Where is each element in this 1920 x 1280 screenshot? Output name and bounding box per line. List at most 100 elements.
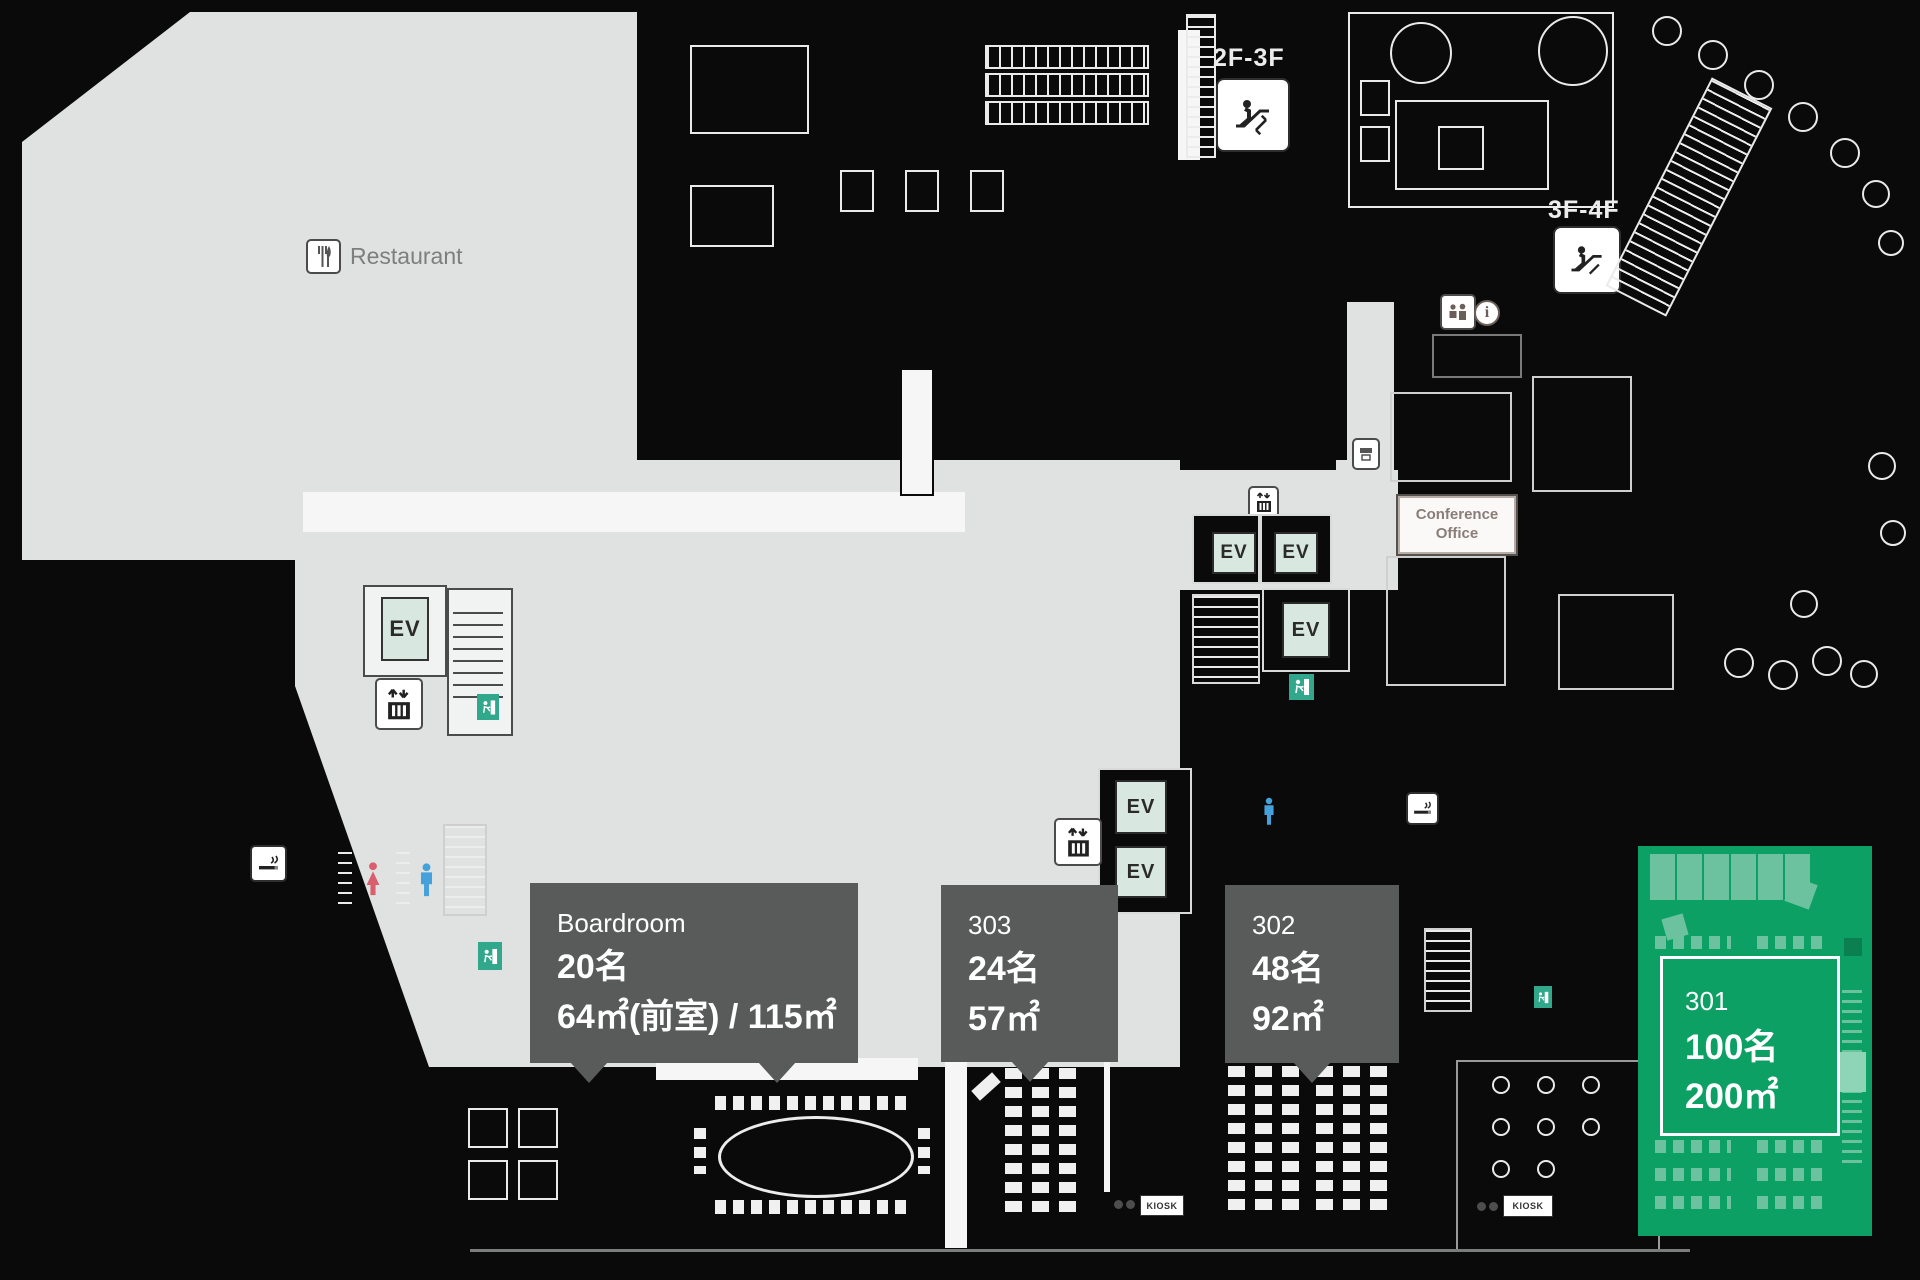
room-301-chair-row [1655, 1140, 1731, 1153]
room-301-name: 301 [1685, 986, 1729, 1016]
womens-toilet-icon [364, 862, 382, 896]
exit-sign-icon [1534, 986, 1552, 1008]
kiosk-stool [1477, 1202, 1486, 1211]
cafe-table [1582, 1118, 1600, 1136]
smoking-icon [1406, 792, 1439, 825]
meeting-room-outline [1386, 556, 1506, 686]
cafe-table [1492, 1160, 1510, 1178]
room-302-tooltip[interactable]: 302 48名 92㎡ [1225, 885, 1399, 1083]
cafe-table [1537, 1118, 1555, 1136]
kiosk-sign: KIOSK [1503, 1195, 1553, 1217]
conference-office-line1: Conference [1415, 506, 1499, 524]
room-302-chairs-col [1228, 1066, 1245, 1216]
cafe-table [1492, 1076, 1510, 1094]
mens-toilet-icon [418, 862, 435, 898]
room-302-capacity: 48名 [1252, 950, 1324, 989]
room-301: 301 100名 200㎡ [1638, 846, 1872, 1236]
terrace-table [1768, 660, 1798, 690]
cloak-counter [1432, 334, 1522, 378]
room-301-chair-row [1757, 1196, 1829, 1209]
terrace-table [1788, 102, 1818, 132]
room-301-chair-row [1655, 1168, 1731, 1181]
lounge-room-outline [1348, 12, 1614, 208]
corridor [303, 492, 965, 532]
boardroom-tooltip[interactable]: Boardroom 20名 64㎡(前室) / 115㎡ [530, 883, 858, 1083]
terrace-table [1878, 230, 1904, 256]
terrace-table [1790, 590, 1818, 618]
lounge-table-round-2 [1538, 16, 1608, 86]
room-303-name: 303 [968, 910, 1012, 940]
room-303-capacity: 24名 [968, 950, 1040, 989]
elevator-icon [375, 678, 423, 730]
cloak-icon [1440, 294, 1476, 330]
elevator-ev-6: EV [1115, 846, 1167, 898]
lounge-chair-1 [1360, 80, 1390, 116]
room-301-info-box[interactable]: 301 100名 200㎡ [1660, 956, 1840, 1136]
tooltip-pointer [1293, 1062, 1331, 1083]
stairwell [1424, 928, 1472, 1012]
room-303-area: 57㎡ [968, 999, 1040, 1038]
exit-sign-icon [1289, 674, 1314, 700]
room-301-side-panel [1840, 1052, 1866, 1092]
cafe-table [1537, 1076, 1555, 1094]
escalator-3f4f-label: 3F-4F [1548, 196, 1620, 224]
smoking-icon [250, 845, 287, 882]
terrace-table [1652, 16, 1682, 46]
boardroom-chairs-right [918, 1128, 930, 1174]
exit-sign-icon [477, 694, 499, 720]
room-301-head-tables [1650, 854, 1812, 900]
room-302-chairs-col [1255, 1066, 1272, 1216]
cafe-table [1582, 1076, 1600, 1094]
boardroom-chairs-top [715, 1096, 911, 1110]
terrace-table [1880, 520, 1906, 546]
elevator-ev-5: EV [1115, 780, 1167, 834]
escalator-icon [1216, 78, 1290, 152]
room-302-chairs-col [1316, 1066, 1333, 1216]
room-301-chair-row [1757, 1140, 1829, 1153]
elevator-icon [1054, 818, 1102, 866]
anteroom-table [518, 1108, 558, 1148]
room-303-chairs-col [1059, 1068, 1076, 1216]
wall-stub [900, 368, 934, 496]
conference-office-line2: Office [1435, 525, 1479, 542]
cafe-table [1537, 1160, 1555, 1178]
meeting-room-outline [1390, 392, 1512, 482]
terrace-table [1830, 138, 1860, 168]
tooltip-pointer [758, 1062, 796, 1083]
terrace-table [1744, 70, 1774, 100]
room-302-area: 92㎡ [1252, 999, 1324, 1038]
service-bay-2 [905, 170, 939, 212]
toilet-fixtures [338, 852, 352, 904]
elevator-ev-3: EV [1282, 602, 1330, 658]
room-302-chairs-col [1370, 1066, 1387, 1216]
terrace-table [1862, 180, 1890, 208]
escalator-ramp-2f3f [1186, 14, 1216, 158]
boardroom-area: 64㎡(前室) / 115㎡ [557, 997, 837, 1036]
room-301-chair-row [1757, 936, 1829, 949]
kiosk-sign: KIOSK [1140, 1195, 1184, 1216]
kiosk-stool [1126, 1200, 1135, 1209]
boardroom-name: Boardroom [557, 908, 686, 938]
room-303-chairs-col [1032, 1068, 1049, 1216]
room-303-tooltip[interactable]: 303 24名 57㎡ [941, 885, 1118, 1082]
copier-icon [1352, 438, 1380, 470]
kiosk-stool [1114, 1200, 1123, 1209]
escalator-2f3f-label: 2F-3F [1213, 44, 1285, 72]
terrace-table [1850, 660, 1878, 688]
terrace-table [1724, 648, 1754, 678]
restaurant-icon [306, 239, 341, 274]
rooms-corridor [945, 1058, 967, 1248]
service-bay-3 [970, 170, 1004, 212]
room-303-chairs-col [1005, 1068, 1022, 1216]
stairwell [1192, 594, 1260, 684]
escalator-bank-1 [985, 45, 1149, 69]
restaurant-label: Restaurant [350, 243, 463, 269]
cafe-table [1492, 1118, 1510, 1136]
boardroom-capacity: 20名 [557, 948, 629, 987]
room-301-chair-row [1655, 1196, 1731, 1209]
conference-office-sign: Conference Office [1398, 496, 1516, 554]
elevator-ev-2: EV [1274, 532, 1318, 574]
meeting-room-outline [1558, 594, 1674, 690]
cafe-area-outline [1456, 1060, 1660, 1252]
room-303-podium [971, 1072, 1001, 1101]
